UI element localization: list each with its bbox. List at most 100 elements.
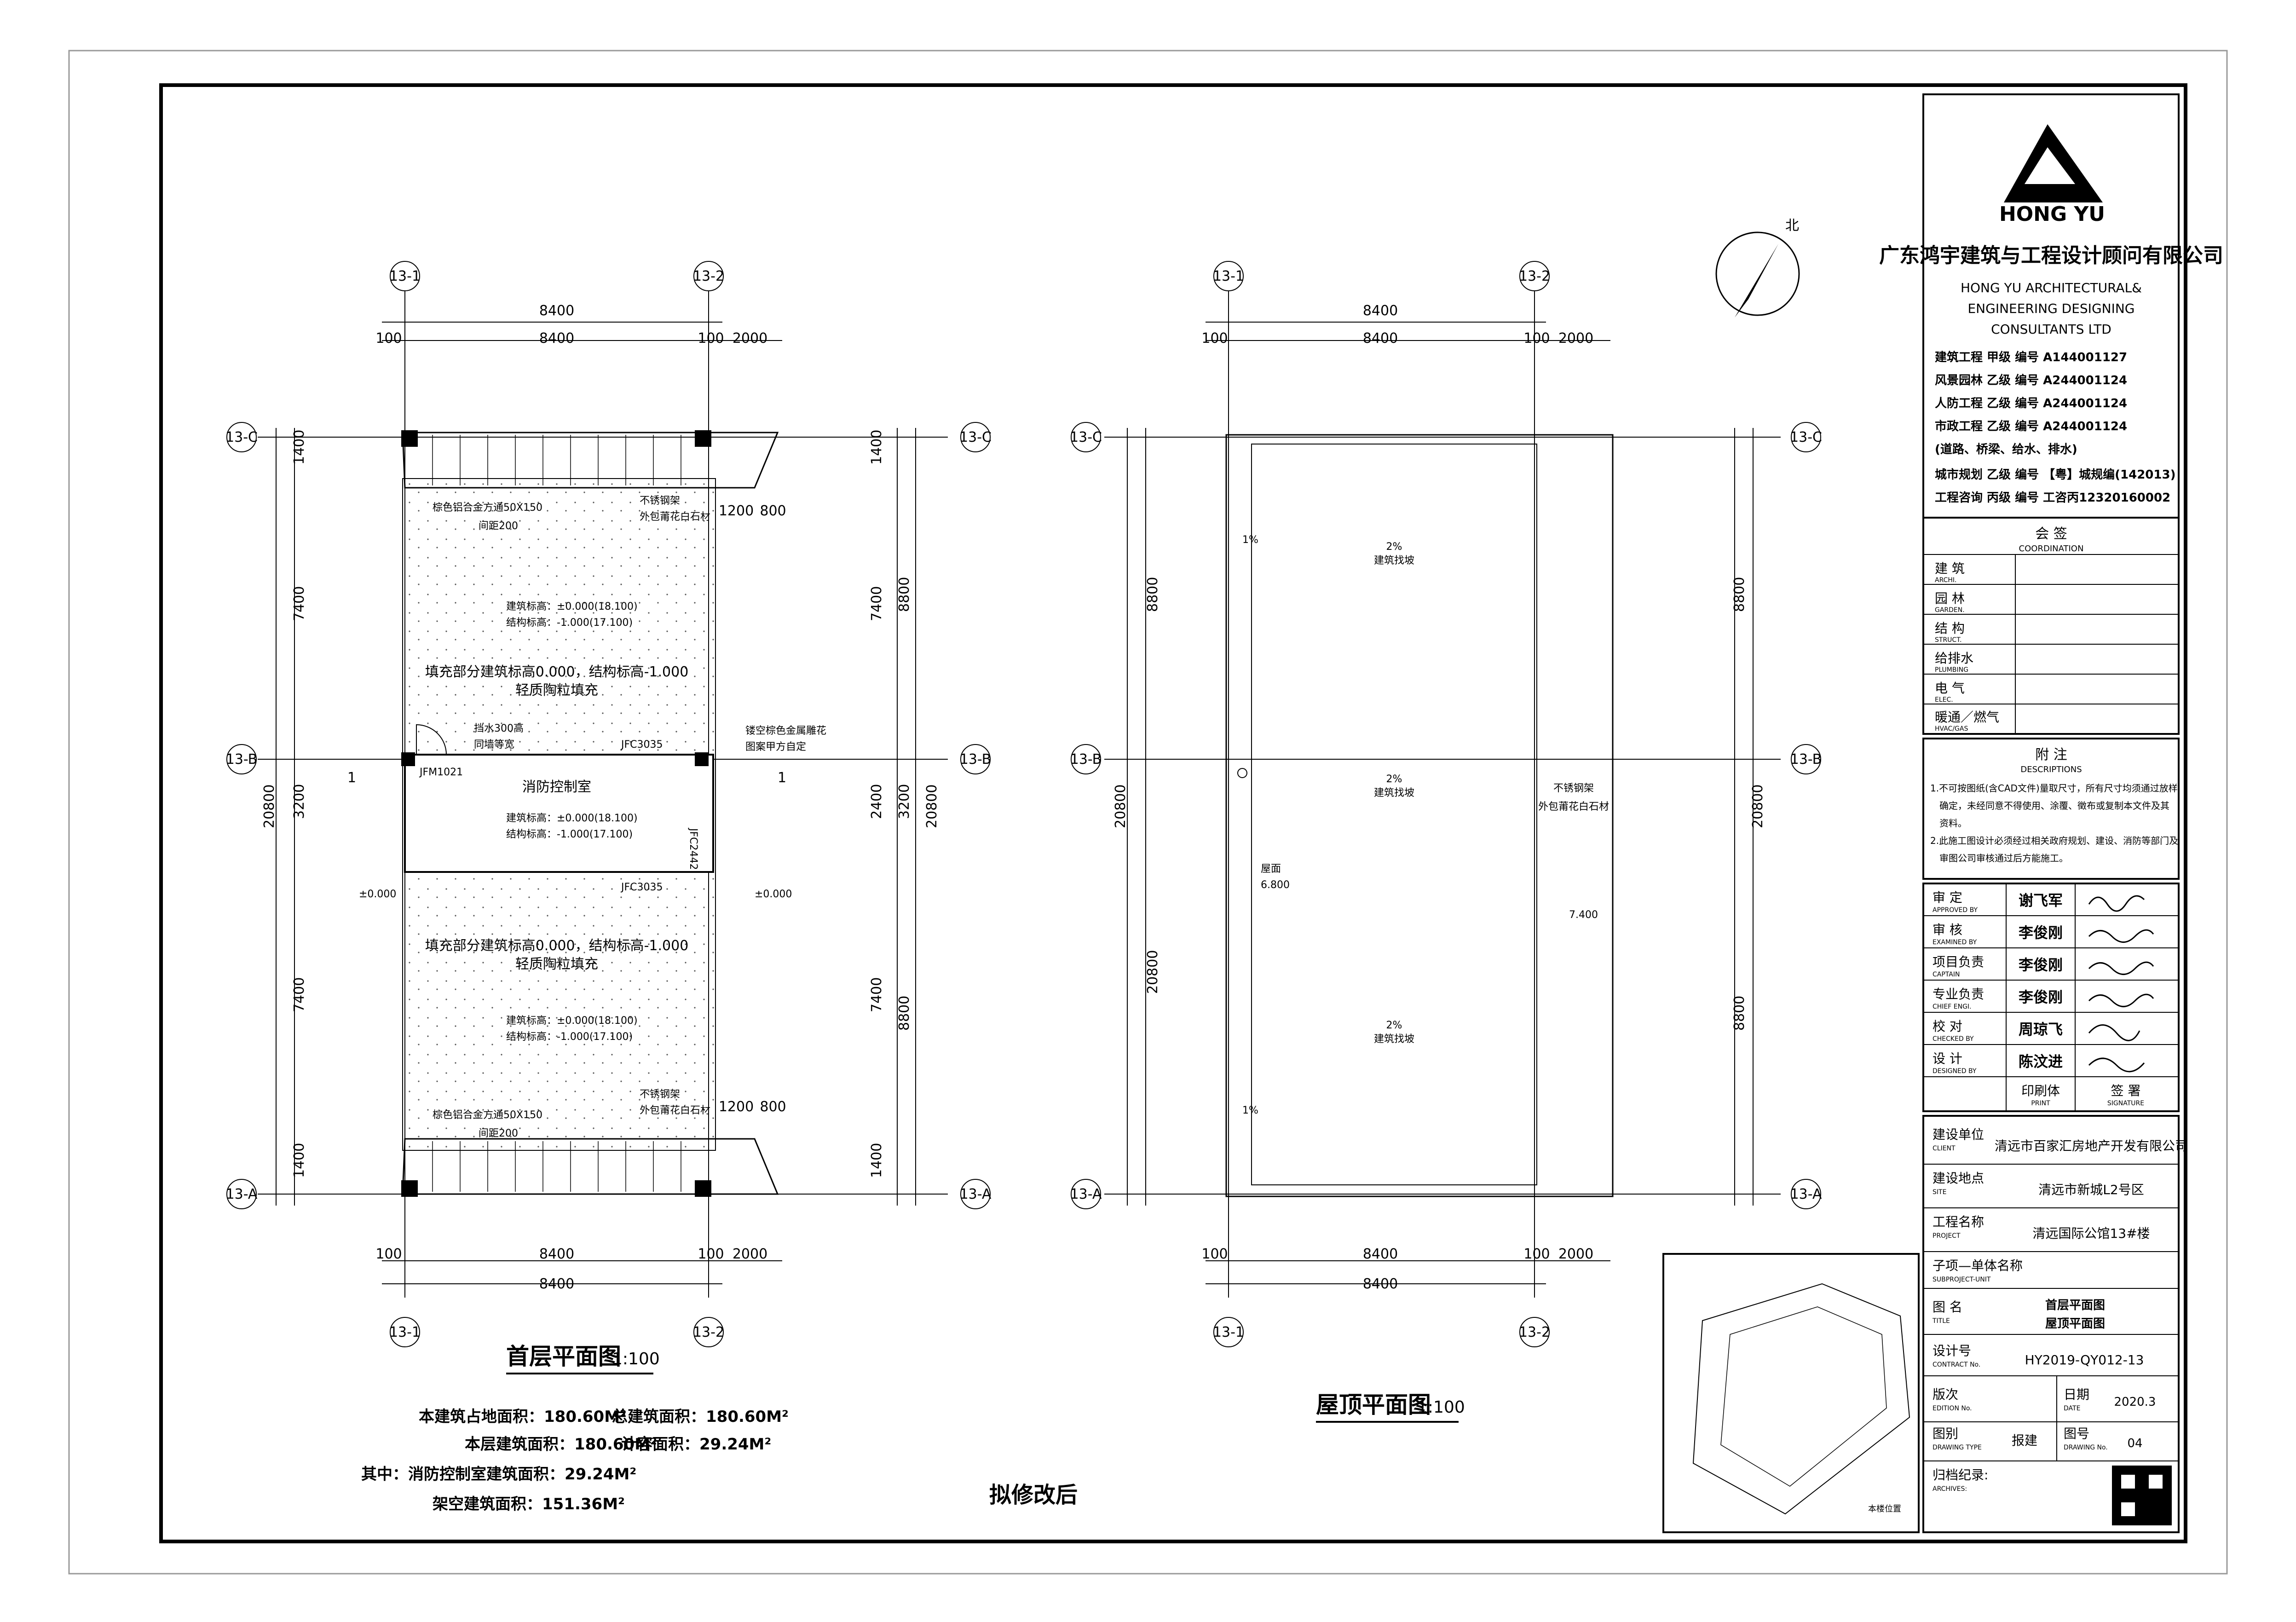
dimension: 1200: [719, 503, 754, 519]
discipline: 给排水: [1935, 651, 1973, 666]
axis-label: 13-2: [1519, 1324, 1550, 1340]
field-label: 设计号: [1933, 1343, 1971, 1358]
slope-label: 2%: [1386, 773, 1402, 785]
note-line: 审图公司审核通过后方能施工。: [1939, 853, 2068, 864]
axis-label: 13-A: [226, 1186, 258, 1202]
axis-label: 13-1: [1213, 1324, 1244, 1340]
label: 镂空棕色金属雕花: [745, 725, 826, 737]
axis-label: 13-B: [226, 751, 258, 768]
roof-label: 屋面: [1261, 863, 1281, 875]
person-name: 李俊刚: [2019, 956, 2063, 974]
contract-value: HY2019-QY012-13: [2025, 1352, 2144, 1368]
discipline: 电 气: [1935, 681, 1965, 696]
label: 棕色铝合金方通50X150: [433, 502, 542, 514]
field-label: 图 名: [1933, 1299, 1962, 1315]
print-label: 印刷体: [2021, 1083, 2060, 1098]
role: 专业负责: [1933, 987, 1984, 1002]
discipline-en: HVAC/GAS: [1935, 725, 1968, 733]
dimension: 100: [375, 330, 402, 346]
level-mark: 7.400: [1569, 909, 1598, 921]
slope-label: 1%: [1242, 534, 1258, 546]
dimension: 8800: [896, 577, 912, 612]
title-block: [1662, 93, 2180, 1533]
dimension: 1200: [719, 1099, 754, 1115]
signature-marks: [2088, 895, 2154, 1073]
dimension: 20800: [1750, 785, 1766, 828]
dimension: 7400: [291, 586, 307, 621]
license: (道路、桥梁、给水、排水): [1935, 442, 2077, 456]
discipline: 园 林: [1935, 591, 1965, 606]
dimension: 1400: [291, 430, 307, 465]
plan1-text: 13-1 13-2 13-1 13-2 13-C 13-B 13-A 13-C …: [225, 268, 992, 1374]
plan-title: 屋顶平面图: [1316, 1391, 1431, 1418]
type-value: 报建: [2012, 1433, 2037, 1448]
role: 项目负责: [1933, 954, 1984, 970]
axis-label: 13-A: [1070, 1186, 1102, 1202]
note-line: 1.不可按图纸(含CAD文件)量取尺寸，所有尺寸均须通过放样: [1930, 783, 2178, 794]
slope-label: 2%: [1386, 1020, 1402, 1031]
door-tag: JFM1021: [419, 767, 463, 778]
field-label-en: CONTRACT No.: [1933, 1361, 1980, 1368]
axis-label: 13-2: [693, 268, 724, 284]
area-line: 总建筑面积：180.60M²: [612, 1408, 789, 1426]
site-marker-label: 本楼位置: [1868, 1504, 1901, 1514]
axis-label: 13-B: [1790, 751, 1822, 768]
dimension: 8400: [1363, 303, 1398, 319]
label: 外包莆花白石材: [640, 511, 710, 523]
discipline: 建 筑: [1935, 561, 1965, 576]
axis-label: 13-2: [1519, 268, 1550, 284]
date-value: 2020.3: [2114, 1395, 2156, 1409]
role-en: EXAMINED BY: [1933, 939, 1977, 946]
field-label: 工程名称: [1933, 1214, 1984, 1229]
dimension: 2000: [733, 1246, 767, 1262]
label: 同墙等宽: [474, 739, 514, 750]
dimension: 3200: [896, 784, 912, 819]
field-label-en: EDITION No.: [1933, 1405, 1972, 1412]
label: 外包莆花白石材: [640, 1105, 710, 1116]
field-label: 图别: [1933, 1426, 1958, 1441]
dimension: 800: [760, 1099, 786, 1115]
north-label: 北: [1785, 218, 1799, 234]
dimension: 1400: [869, 430, 885, 465]
dimension: 2000: [1558, 1246, 1593, 1262]
role-en: APPROVED BY: [1933, 906, 1978, 914]
dimension: 800: [760, 503, 786, 519]
field-label-en: DATE: [2064, 1405, 2080, 1412]
axis-label: 13-C: [1070, 429, 1102, 445]
level-label: 结构标高：-1.000(17.100): [506, 829, 633, 840]
person-name: 李俊刚: [2019, 924, 2063, 941]
slope-label: 2%: [1386, 541, 1402, 553]
field-label-en: DRAWING No.: [2064, 1444, 2108, 1451]
dimension: 100: [698, 330, 724, 346]
qr-code-icon: [2112, 1466, 2172, 1525]
section-mark: 1: [778, 770, 786, 786]
firm-name-en: HONG YU ARCHITECTURAL&: [1961, 280, 2142, 295]
window-tag: JFC3035: [620, 882, 663, 893]
axis-label: 13-2: [693, 1324, 724, 1340]
note-line: 2.此施工图设计必须经过相关政府规划、建设、消防等部门及: [1930, 835, 2178, 846]
label: 不锈钢架: [640, 495, 680, 507]
door-swing: [416, 724, 447, 755]
dimension: 8800: [896, 996, 912, 1031]
fill-note: 填充部分建筑标高0.000，结构标高-1.000: [425, 664, 689, 680]
roof-level: 6.800: [1261, 879, 1290, 891]
firm-name-en: ENGINEERING DESIGNING: [1967, 301, 2134, 316]
dimension: 100: [698, 1246, 724, 1262]
site-value: 清远市新城L2号区: [2038, 1182, 2144, 1197]
license: 风景园林 乙级 编号 A244001124: [1935, 373, 2127, 387]
field-label-en: ARCHIVES:: [1933, 1485, 1967, 1493]
dimension: 8800: [1145, 577, 1161, 612]
slope-note: 建筑找坡: [1374, 1033, 1414, 1045]
field-label: 子项—单体名称: [1933, 1258, 2023, 1273]
level-mark: ±0.000: [359, 889, 396, 900]
axis-label: 13-1: [389, 1324, 421, 1340]
discipline-en: PLUMBING: [1935, 666, 1968, 674]
dimension: 1400: [869, 1143, 885, 1178]
dimension: 20800: [261, 785, 277, 828]
outer-border: [68, 50, 2228, 1575]
dimension: 2000: [1558, 330, 1593, 346]
drawing-title-2: 屋顶平面图: [2045, 1317, 2105, 1331]
dimension: 1400: [291, 1143, 307, 1178]
role-en: CAPTAIN: [1933, 971, 1960, 978]
